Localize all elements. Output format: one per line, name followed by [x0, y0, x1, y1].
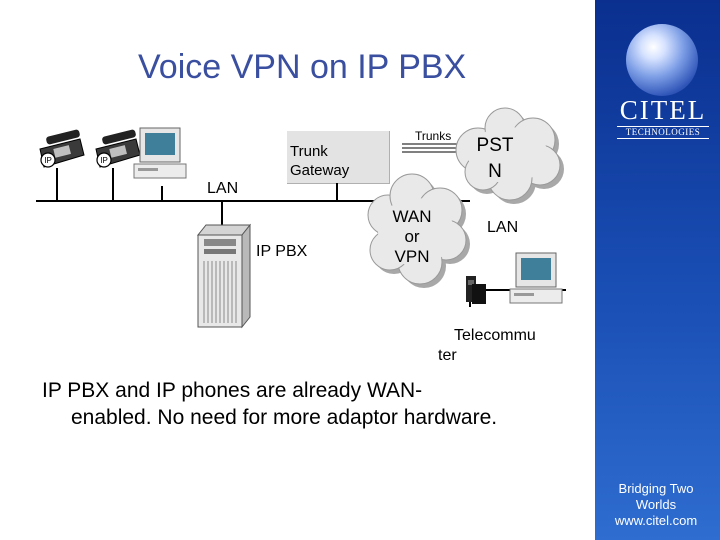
- slide-caption: IP PBX and IP phones are already WAN- en…: [42, 377, 497, 431]
- wan-line-3: VPN: [394, 247, 430, 266]
- telecommuter-line-2: ter: [438, 347, 457, 364]
- caption-line-2: enabled. No need for more adaptor hardwa…: [71, 406, 498, 429]
- ip-phone-icon: IP: [39, 129, 85, 168]
- cordless-phone-icon: [466, 276, 486, 304]
- footer-text: Bridging Two Worlds www.citel.com: [600, 481, 712, 529]
- citel-logo-subtitle: TECHNOLOGIES: [617, 126, 709, 139]
- lan-label: LAN: [207, 180, 239, 197]
- footer-line-1: Bridging Two: [618, 481, 694, 496]
- pstn-label: PST N: [470, 133, 520, 185]
- server-tower-icon: [196, 223, 252, 329]
- trunks-label: Trunks: [415, 129, 452, 143]
- caption-line-1: IP PBX and IP phones are already WAN-: [42, 379, 423, 402]
- pstn-line-1: PST: [476, 135, 514, 156]
- pstn-line-2: N: [488, 161, 502, 182]
- footer-line-2: Worlds: [635, 497, 677, 512]
- wan-line-1: WAN: [392, 207, 432, 226]
- remote-lan-label: LAN: [487, 219, 519, 236]
- trunk-lines: [402, 143, 458, 153]
- trunk-gateway-line-1: Trunk: [290, 143, 328, 160]
- footer-url: www.citel.com: [614, 513, 698, 528]
- wan-vpn-label: WAN or VPN: [382, 207, 442, 267]
- ip-pbx-label: IP PBX: [256, 243, 308, 260]
- telecommuter-line-1: Telecommu: [454, 327, 536, 344]
- ip-badge-1: IP: [44, 156, 52, 165]
- trunk-gateway-label: Trunk Gateway: [290, 142, 349, 180]
- slide-title: Voice VPN on IP PBX: [138, 48, 467, 86]
- ip-badge-2: IP: [100, 156, 108, 165]
- telecommuter-label: Telecommu ter: [438, 326, 536, 366]
- trunk-gateway-line-2: Gateway: [290, 162, 350, 179]
- citel-logo: CITEL: [619, 95, 707, 125]
- wan-line-2: or: [404, 227, 420, 246]
- ip-phone-icon: IP: [95, 129, 141, 168]
- desktop-computer-icon: [133, 127, 187, 179]
- globe-logo-icon: [626, 24, 698, 96]
- trunk-gateway-box: [287, 131, 390, 184]
- desktop-computer-icon: [509, 252, 563, 304]
